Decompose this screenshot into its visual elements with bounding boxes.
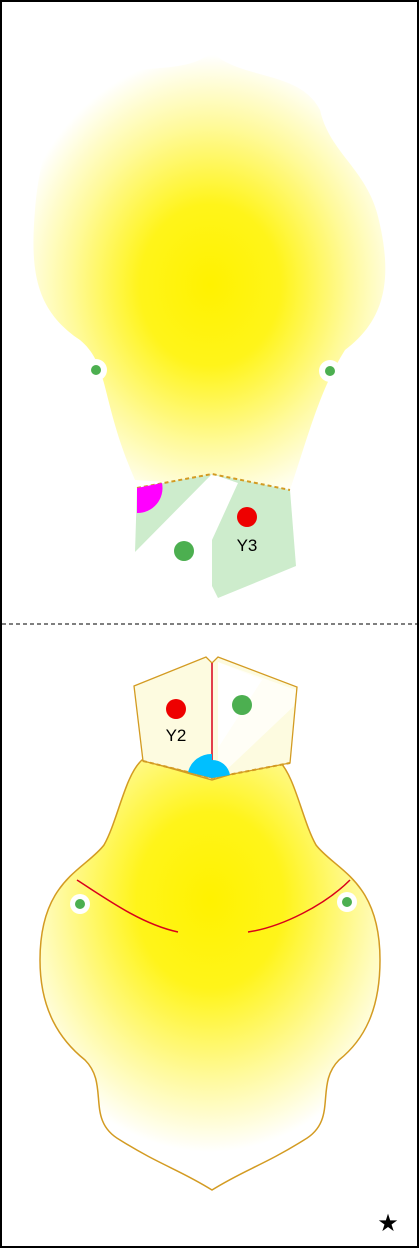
star-icon: ★ — [377, 1209, 399, 1237]
bottom-right-eye-dot — [342, 897, 352, 907]
top-tab-right — [212, 474, 296, 598]
top-fold-line — [136, 472, 291, 491]
bottom-piece: Y2 — [39, 656, 381, 1191]
cyan-angle-marker-left — [188, 753, 212, 778]
bottom-piece-label: Y2 — [166, 726, 187, 745]
top-right-eye-dot — [325, 366, 335, 376]
top-red-dot — [237, 507, 257, 527]
right-seam-line — [247, 879, 351, 933]
top-green-dot — [174, 541, 194, 561]
top-tab-left-light — [135, 474, 212, 586]
bottom-left-eye-dot — [75, 899, 85, 909]
bottom-green-dot — [232, 695, 252, 715]
top-piece-label: Y3 — [237, 536, 258, 555]
bottom-body-shape — [39, 759, 381, 1191]
top-left-eye-dot — [91, 365, 101, 375]
bottom-red-dot — [166, 699, 186, 719]
left-seam-line — [76, 879, 179, 933]
cyan-angle-marker-right — [212, 759, 230, 778]
top-piece: Y3 — [33, 52, 386, 598]
magenta-angle-marker — [137, 483, 163, 514]
bottom-tab-white — [218, 662, 296, 778]
top-tab-right-light — [212, 474, 238, 540]
top-body-shape — [33, 52, 386, 490]
